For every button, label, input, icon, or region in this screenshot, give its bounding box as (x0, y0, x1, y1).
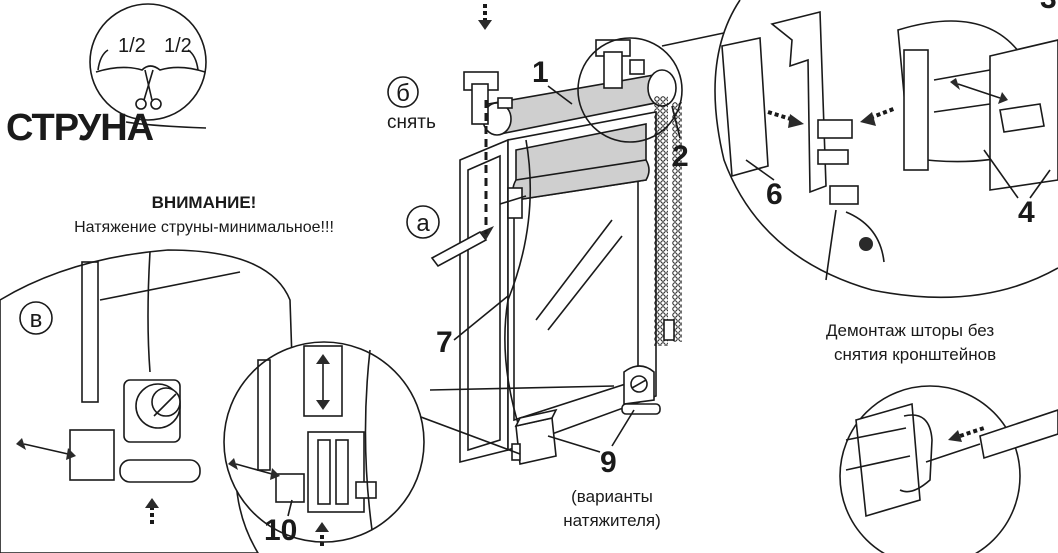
label-6: 6 (766, 178, 783, 211)
tensioner-detail-circle-v (0, 249, 293, 553)
svg-text:а: а (416, 210, 430, 237)
bracket-left (463, 71, 513, 125)
string-title: СТРУНА (6, 107, 154, 149)
double-arrow-icon (950, 78, 1008, 104)
tensioner-detail-circle-10 (223, 341, 425, 543)
window-frame (459, 111, 657, 464)
warning-text: Натяжение струны-минимальное!!! (74, 219, 334, 236)
up-arrow-icon (315, 522, 329, 546)
arrow-left-icon (948, 426, 985, 442)
arrow-right-icon (767, 110, 804, 128)
dismount-line-1: Демонтаж шторы без (826, 321, 994, 340)
label-2: 2 (672, 140, 689, 173)
arrow-left-icon (860, 106, 897, 126)
label-7: 7 (436, 326, 453, 359)
step-b-badge: б (387, 76, 419, 108)
step-a-badge: а (406, 205, 440, 239)
double-arrow-icon (228, 458, 280, 480)
up-arrow-icon (145, 498, 159, 524)
svg-text:б: б (396, 80, 410, 107)
double-arrow-icon (16, 438, 76, 460)
dismount-line-2: снятия кронштейнов (834, 345, 996, 364)
bracket-detail-circle (714, 0, 1058, 299)
blind-fabric (512, 123, 650, 201)
step-v-badge: в (19, 301, 53, 335)
label-10: 10 (264, 514, 297, 547)
zoom-line (429, 385, 615, 391)
half-right-label: 1/2 (164, 35, 192, 57)
control-chain (654, 96, 682, 346)
tensioner-caption-1: (варианты (571, 487, 653, 506)
label-4: 4 (1018, 196, 1035, 229)
tensioner-clip (621, 365, 661, 415)
string-cord (504, 139, 532, 431)
string-cut-icon (89, 3, 207, 129)
half-left-label: 1/2 (118, 35, 146, 57)
down-arrow-icon (478, 4, 492, 30)
weight-bar (499, 187, 527, 219)
label-3: 3 (1040, 0, 1057, 15)
label-9: 9 (600, 446, 617, 479)
tensioner-caption-2: натяжителя) (563, 511, 661, 530)
svg-text:в: в (30, 306, 43, 333)
detail-circle-small (577, 37, 683, 143)
warning-heading: ВНИМАНИЕ! (152, 193, 257, 212)
screwdriver-detail-circle (839, 385, 1058, 553)
step-b-text: снять (387, 112, 436, 133)
label-1: 1 (532, 56, 549, 89)
